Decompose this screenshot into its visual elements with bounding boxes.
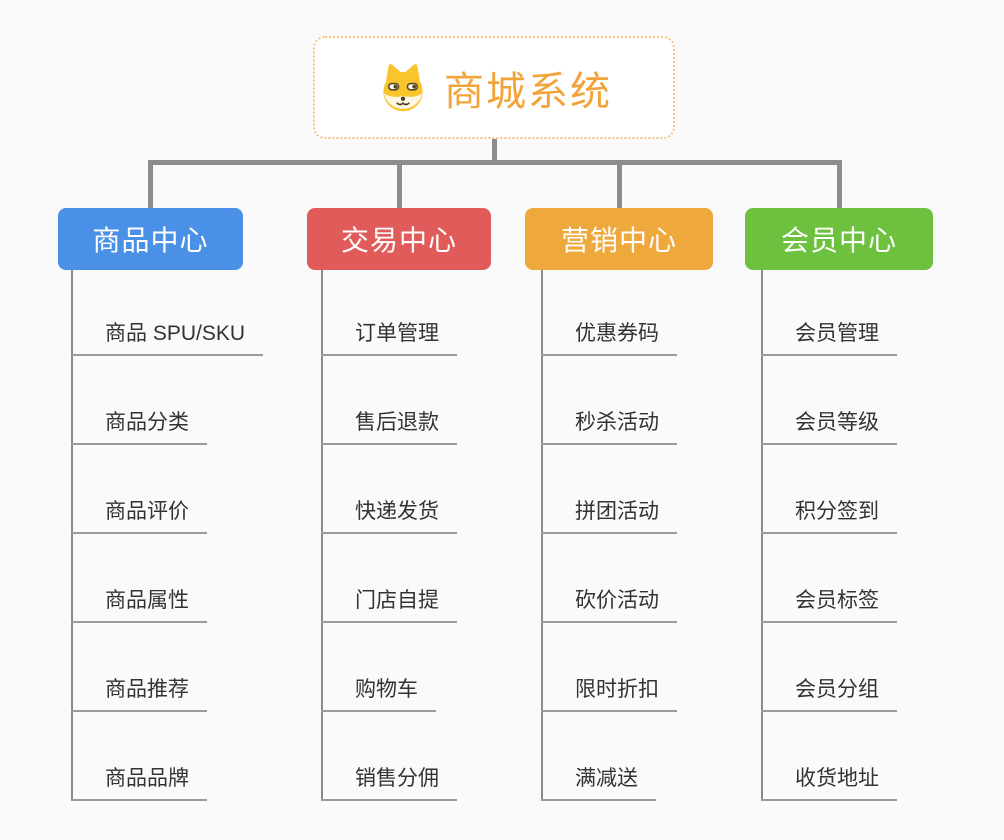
child-topic[interactable]: 会员管理	[761, 312, 897, 356]
child-topic[interactable]: 秒杀活动	[541, 401, 677, 445]
child-topic[interactable]: 会员标签	[761, 579, 897, 623]
child-topic[interactable]: 砍价活动	[541, 579, 677, 623]
child-topic[interactable]: 商品属性	[71, 579, 207, 623]
child-topic[interactable]: 门店自提	[321, 579, 457, 623]
branch-trunk-line	[541, 270, 543, 801]
child-topic[interactable]: 商品评价	[71, 490, 207, 534]
branch-drop-connector	[837, 160, 842, 208]
branch-trunk-line	[321, 270, 323, 801]
child-topic[interactable]: 优惠券码	[541, 312, 677, 356]
branch-topic-2[interactable]: 交易中心	[307, 208, 491, 270]
branch-drop-connector	[148, 160, 153, 208]
child-topic[interactable]: 收货地址	[761, 757, 897, 801]
branch-topic-3[interactable]: 营销中心	[525, 208, 713, 270]
root-topic-label: 商城系统	[444, 69, 612, 114]
branch-drop-connector	[617, 160, 622, 208]
child-topic[interactable]: 售后退款	[321, 401, 457, 445]
child-topic[interactable]: 销售分佣	[321, 757, 457, 801]
child-topic[interactable]: 订单管理	[321, 312, 457, 356]
root-topic[interactable]: 商城系统	[313, 36, 675, 139]
child-topic[interactable]: 积分签到	[761, 490, 897, 534]
branch-horizontal-connector	[148, 160, 842, 165]
shiba-dog-icon	[376, 63, 430, 113]
branch-topic-1[interactable]: 商品中心	[58, 208, 243, 270]
child-topic[interactable]: 会员分组	[761, 668, 897, 712]
branch-drop-connector	[397, 160, 402, 208]
branch-trunk-line	[71, 270, 73, 801]
branch-trunk-line	[761, 270, 763, 801]
child-topic[interactable]: 商品分类	[71, 401, 207, 445]
child-topic[interactable]: 快递发货	[321, 490, 457, 534]
child-topic[interactable]: 会员等级	[761, 401, 897, 445]
root-stem-connector	[492, 139, 497, 165]
branch-topic-4[interactable]: 会员中心	[745, 208, 933, 270]
child-topic[interactable]: 满减送	[541, 757, 656, 801]
child-topic[interactable]: 限时折扣	[541, 668, 677, 712]
child-topic[interactable]: 商品 SPU/SKU	[71, 312, 264, 356]
child-topic[interactable]: 拼团活动	[541, 490, 677, 534]
child-topic[interactable]: 商品品牌	[71, 757, 207, 801]
child-topic[interactable]: 商品推荐	[71, 668, 207, 712]
child-topic[interactable]: 购物车	[321, 668, 436, 712]
